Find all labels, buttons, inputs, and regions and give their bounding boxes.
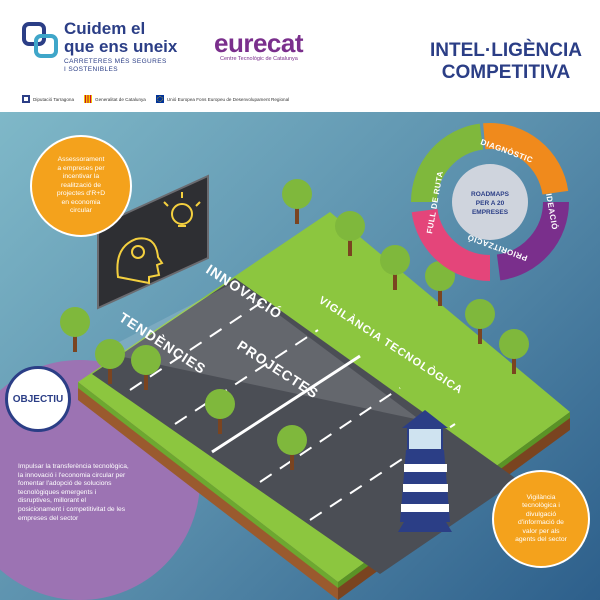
callout-line: tecnològica i bbox=[522, 502, 560, 509]
tree bbox=[282, 179, 312, 224]
roadmap-cycle-diagram: ROADMAPS PER A 20 EMPRESES DIAGNÒSTIC ID… bbox=[411, 123, 569, 281]
diputacio-logo-icon bbox=[22, 95, 30, 103]
objective-line: posicionament i competitivitat de les bbox=[18, 505, 126, 513]
cycle-center-line: PER A 20 bbox=[476, 200, 505, 207]
cycle-center bbox=[452, 164, 528, 240]
partner-logo-text: eurecat bbox=[214, 28, 304, 58]
tree bbox=[131, 345, 161, 390]
callout-line: agents del sector bbox=[515, 536, 567, 543]
road-center-line bbox=[211, 354, 361, 454]
brand-title-line: Cuidem el bbox=[64, 19, 146, 38]
callout-line: a empreses per bbox=[57, 164, 105, 172]
objective-line: tecnològiques emergents i bbox=[18, 488, 97, 496]
brand-subtitle-line: CARRETERES MÉS SEGURES bbox=[64, 58, 167, 65]
tree bbox=[465, 299, 495, 344]
callout-line: d'informació de bbox=[518, 519, 564, 526]
brain-head-icon bbox=[116, 237, 164, 285]
callout-line: divulgació bbox=[525, 510, 557, 518]
cycle-center-line: EMPRESES bbox=[472, 209, 509, 216]
brand-logo-icon bbox=[22, 22, 58, 58]
cycle-step-prioritzacio bbox=[411, 123, 569, 281]
callout-line: circular bbox=[70, 207, 92, 215]
callout-vigilancia: Vigilància tecnològica i divulgació d'in… bbox=[492, 470, 590, 568]
lighthouse-lantern bbox=[407, 427, 443, 451]
sponsor-label: Generalitat de Catalunya bbox=[95, 96, 146, 102]
callout-line: Assessorament bbox=[57, 156, 105, 164]
tree bbox=[277, 425, 307, 470]
callout-text: Assessorament a empreses per incentivar … bbox=[42, 156, 120, 216]
brand-title-line: que ens uneix bbox=[64, 37, 178, 56]
page-title-line: INTEL·LIGÈNCIA bbox=[430, 40, 582, 61]
lighthouse-stripe bbox=[404, 464, 447, 472]
brand-title: Cuidem el que ens uneix bbox=[64, 20, 177, 56]
lightbulb-icon bbox=[163, 192, 201, 227]
lighthouse-beam bbox=[100, 282, 420, 420]
tree bbox=[95, 339, 125, 384]
brand-subtitle-line: I SOSTENIBLES bbox=[64, 66, 118, 73]
objective-line: Impulsar la transferència tecnològica, bbox=[18, 463, 129, 470]
lighthouse-base bbox=[398, 522, 452, 532]
callout-line: Vigilància bbox=[526, 493, 556, 501]
callout-line: realització de bbox=[60, 181, 102, 189]
tree bbox=[499, 329, 529, 374]
lighthouse-stripe bbox=[401, 504, 449, 512]
grass-edge-left bbox=[78, 382, 338, 588]
callout-line: en economia bbox=[61, 198, 101, 206]
partner-subtitle: Centre Tecnològic de Catalunya bbox=[220, 56, 298, 62]
tree bbox=[205, 389, 235, 434]
sponsor-diputacio: Diputació Tarragona bbox=[22, 95, 74, 103]
sponsor-logos: Diputació Tarragona Generalitat de Catal… bbox=[22, 93, 289, 105]
sponsor-eu: Unió Europea Fons Europeu de Desenvolupa… bbox=[155, 95, 290, 103]
callout-text: Vigilància tecnològica i divulgació d'in… bbox=[503, 494, 578, 545]
road-illustration: INNOVACIÓ VIGILÀNCIA TECNOLÒGICA TENDÈNC… bbox=[60, 123, 570, 600]
cycle-step-full-de-ruta bbox=[411, 123, 569, 281]
tree bbox=[380, 245, 410, 290]
objective-line: la innovació i l'economia circular per bbox=[18, 471, 126, 479]
lighthouse-roof bbox=[402, 410, 448, 428]
billboard bbox=[97, 174, 209, 310]
objective-text: Impulsar la transferència tecnològica, l… bbox=[18, 463, 168, 523]
sponsor-label: Unió Europea Fons Europeu de Desenvolupa… bbox=[166, 96, 290, 102]
sponsor-label: Diputació Tarragona bbox=[33, 96, 75, 102]
cycle-step-ideacio bbox=[411, 123, 569, 281]
callout-line: incentivar la bbox=[62, 173, 100, 181]
lighthouse-stripe bbox=[403, 484, 448, 492]
page-title: INTEL·LIGÈNCIA COMPETITIVA bbox=[430, 40, 582, 84]
tree bbox=[60, 307, 90, 352]
illustration-scene: INNOVACIÓ VIGILÀNCIA TECNOLÒGICA TENDÈNC… bbox=[0, 112, 600, 600]
brand-subtitle: CARRETERES MÉS SEGURES I SOSTENIBLES bbox=[64, 58, 167, 74]
objective-line: disruptives, millorant el bbox=[18, 497, 87, 505]
generalitat-logo-icon bbox=[84, 95, 93, 103]
lighthouse bbox=[398, 410, 452, 532]
callout-line: projectes d'R+D bbox=[56, 190, 106, 198]
header: Cuidem el que ens uneix CARRETERES MÉS S… bbox=[0, 0, 600, 112]
eu-flag-logo-icon bbox=[155, 95, 164, 103]
objective-line: fomentar l'adopció de solucions bbox=[18, 480, 112, 488]
objective-badge: OBJECTIU bbox=[5, 366, 71, 432]
callout-line: valor per als bbox=[522, 527, 560, 535]
objective-line: empreses del sector bbox=[18, 514, 79, 522]
cycle-center-line: ROADMAPS bbox=[471, 191, 510, 198]
callout-assessorament: Assessorament a empreses per incentivar … bbox=[30, 135, 132, 237]
sponsor-generalitat: Generalitat de Catalunya bbox=[84, 95, 146, 103]
tree bbox=[335, 211, 365, 256]
page-title-line: COMPETITIVA bbox=[441, 62, 571, 83]
